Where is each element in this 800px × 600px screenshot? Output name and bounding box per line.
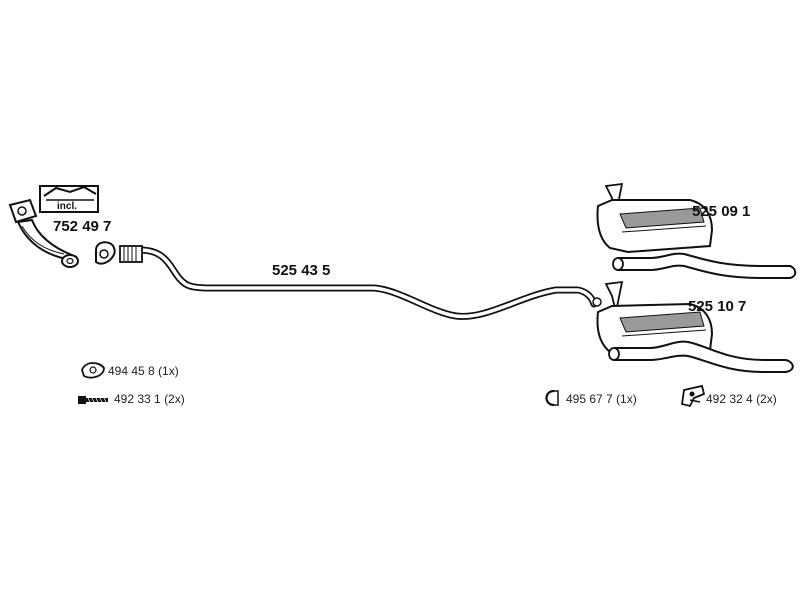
clamp-quantity: (1x): [616, 392, 637, 406]
mounting-kit-quantity: (2x): [756, 392, 777, 406]
clamp-icon: [545, 389, 559, 407]
gasket-icon: [81, 362, 105, 379]
mounting-kit-label: 492 32 4 (2x): [706, 392, 777, 406]
catalytic-converter: [8, 198, 79, 268]
catalytic-converter-part-number: 752 49 7: [53, 218, 112, 235]
bolt-icon: [78, 396, 108, 404]
rear-silencer-upper-part-number: 525 09 1: [692, 203, 751, 220]
bolt-quantity: (2x): [164, 392, 185, 406]
middle-pipe: [119, 245, 602, 320]
mounting-kit-part-number: 492 32 4: [706, 392, 753, 406]
incl-label: incl.: [57, 201, 78, 212]
bolt-part-number: 492 33 1: [114, 392, 161, 406]
bolt-label: 492 33 1 (2x): [114, 392, 185, 406]
clamp-label: 495 67 7 (1x): [566, 392, 637, 406]
flange-gasket: [95, 241, 116, 265]
gasket-label: 494 45 8 (1x): [108, 364, 179, 378]
middle-pipe-part-number: 525 43 5: [272, 262, 331, 279]
mounting-kit-icon: [680, 384, 706, 408]
heat-shield-included-icon: [39, 185, 99, 213]
rear-silencer-lower: [596, 280, 794, 373]
gasket-quantity: (1x): [158, 364, 179, 378]
gasket-part-number: 494 45 8: [108, 364, 155, 378]
rear-silencer-upper: [596, 182, 797, 279]
rear-silencer-lower-part-number: 525 10 7: [688, 298, 747, 315]
clamp-part-number: 495 67 7: [566, 392, 613, 406]
